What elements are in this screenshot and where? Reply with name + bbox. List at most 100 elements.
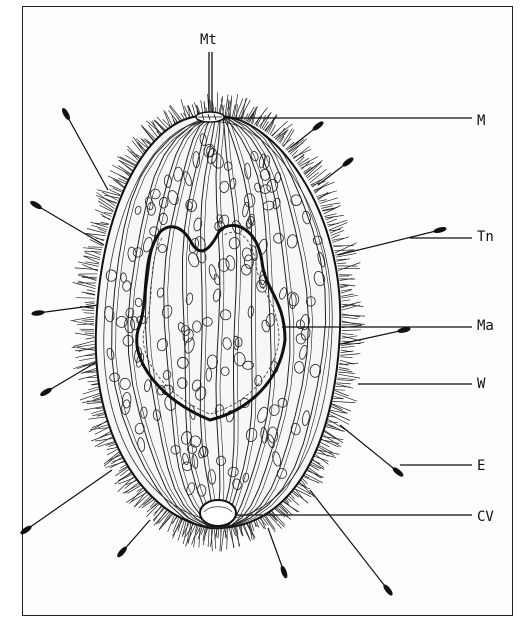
- cilium: [87, 290, 95, 292]
- cilium: [83, 389, 101, 395]
- cilium: [237, 104, 238, 118]
- cilium: [75, 268, 98, 270]
- cilium: [342, 322, 365, 324]
- cilium: [88, 417, 108, 420]
- cilium: [147, 504, 160, 517]
- cilium: [270, 509, 285, 525]
- cilium: [338, 374, 360, 378]
- cilium: [101, 214, 111, 220]
- contractile-vacuole: [200, 500, 236, 526]
- cilium: [89, 420, 109, 433]
- cilium: [342, 317, 358, 319]
- cilium: [84, 321, 94, 322]
- trichocyst: [61, 108, 108, 190]
- cilium: [341, 346, 355, 347]
- trichocyst: [318, 157, 354, 185]
- cilium: [230, 96, 232, 118]
- cilium: [327, 422, 338, 423]
- cilium: [265, 114, 277, 131]
- cilium: [110, 460, 126, 468]
- cilium: [244, 113, 248, 120]
- cilium: [97, 190, 120, 196]
- cilium: [123, 484, 141, 494]
- cilium: [331, 230, 345, 235]
- cilium: [154, 505, 162, 516]
- cilium: [312, 456, 328, 462]
- cilium: [76, 298, 95, 299]
- cilium: [338, 263, 360, 271]
- cilium: [337, 263, 346, 264]
- cilium: [318, 192, 328, 200]
- cilium: [82, 310, 95, 311]
- cilium: [328, 416, 336, 417]
- cilium: [127, 485, 142, 494]
- cilium: [86, 338, 95, 340]
- cilium: [341, 300, 350, 301]
- cilium: [279, 130, 288, 142]
- cilium: [79, 358, 96, 361]
- cilium: [337, 383, 351, 384]
- trichocyst: [336, 327, 410, 345]
- cilium: [262, 112, 271, 129]
- cilium: [133, 137, 146, 155]
- cilium: [82, 319, 94, 320]
- cilium: [216, 528, 217, 538]
- cilium: [84, 251, 101, 252]
- label-m: M: [477, 114, 485, 128]
- cilium: [321, 436, 343, 439]
- cilium: [327, 219, 337, 223]
- trichocyst: [338, 227, 446, 255]
- cilium: [325, 214, 337, 217]
- cilium: [315, 187, 323, 193]
- cilium: [87, 402, 104, 403]
- cilium: [332, 401, 355, 402]
- cilium: [330, 227, 343, 233]
- cilium: [340, 354, 360, 356]
- cilium: [112, 165, 131, 175]
- label-mt: Mt: [200, 33, 217, 47]
- cilium: [307, 166, 322, 179]
- cilium: [126, 166, 134, 172]
- cilium: [82, 399, 103, 403]
- cilium: [84, 313, 95, 314]
- cilium: [332, 404, 351, 411]
- cilium: [342, 330, 361, 331]
- trichocyst: [20, 470, 112, 535]
- cilium: [331, 407, 348, 414]
- trichocyst: [290, 121, 324, 148]
- cilium: [336, 384, 353, 389]
- cilium: [73, 282, 96, 288]
- cilium: [118, 166, 131, 175]
- cilium: [214, 528, 215, 549]
- trichocyst: [268, 528, 288, 578]
- cilium: [338, 372, 355, 374]
- label-cv: CV: [477, 510, 494, 524]
- label-w: W: [477, 377, 485, 391]
- label-e: E: [477, 459, 485, 473]
- cilium: [335, 391, 349, 397]
- cilium: [221, 528, 224, 552]
- trichocyst: [117, 520, 150, 558]
- label-ma: Ma: [477, 319, 494, 333]
- cilium: [336, 386, 350, 387]
- cell-body-outline: [96, 116, 340, 528]
- trichocyst: [310, 490, 393, 596]
- cilium: [335, 390, 345, 391]
- cilium: [95, 436, 115, 447]
- cilium: [173, 520, 183, 536]
- cilium: [339, 369, 353, 372]
- cilium: [104, 195, 119, 198]
- cilium: [88, 381, 100, 382]
- cilium: [95, 426, 111, 434]
- cilium: [340, 357, 352, 358]
- cilium: [85, 302, 95, 303]
- cilium: [218, 528, 219, 538]
- cilium: [339, 368, 350, 370]
- cilium: [85, 333, 94, 334]
- label-tn: Tn: [477, 230, 494, 244]
- cilium: [321, 206, 332, 209]
- cilium: [86, 303, 95, 304]
- cilium: [78, 275, 97, 281]
- cilium: [208, 528, 209, 547]
